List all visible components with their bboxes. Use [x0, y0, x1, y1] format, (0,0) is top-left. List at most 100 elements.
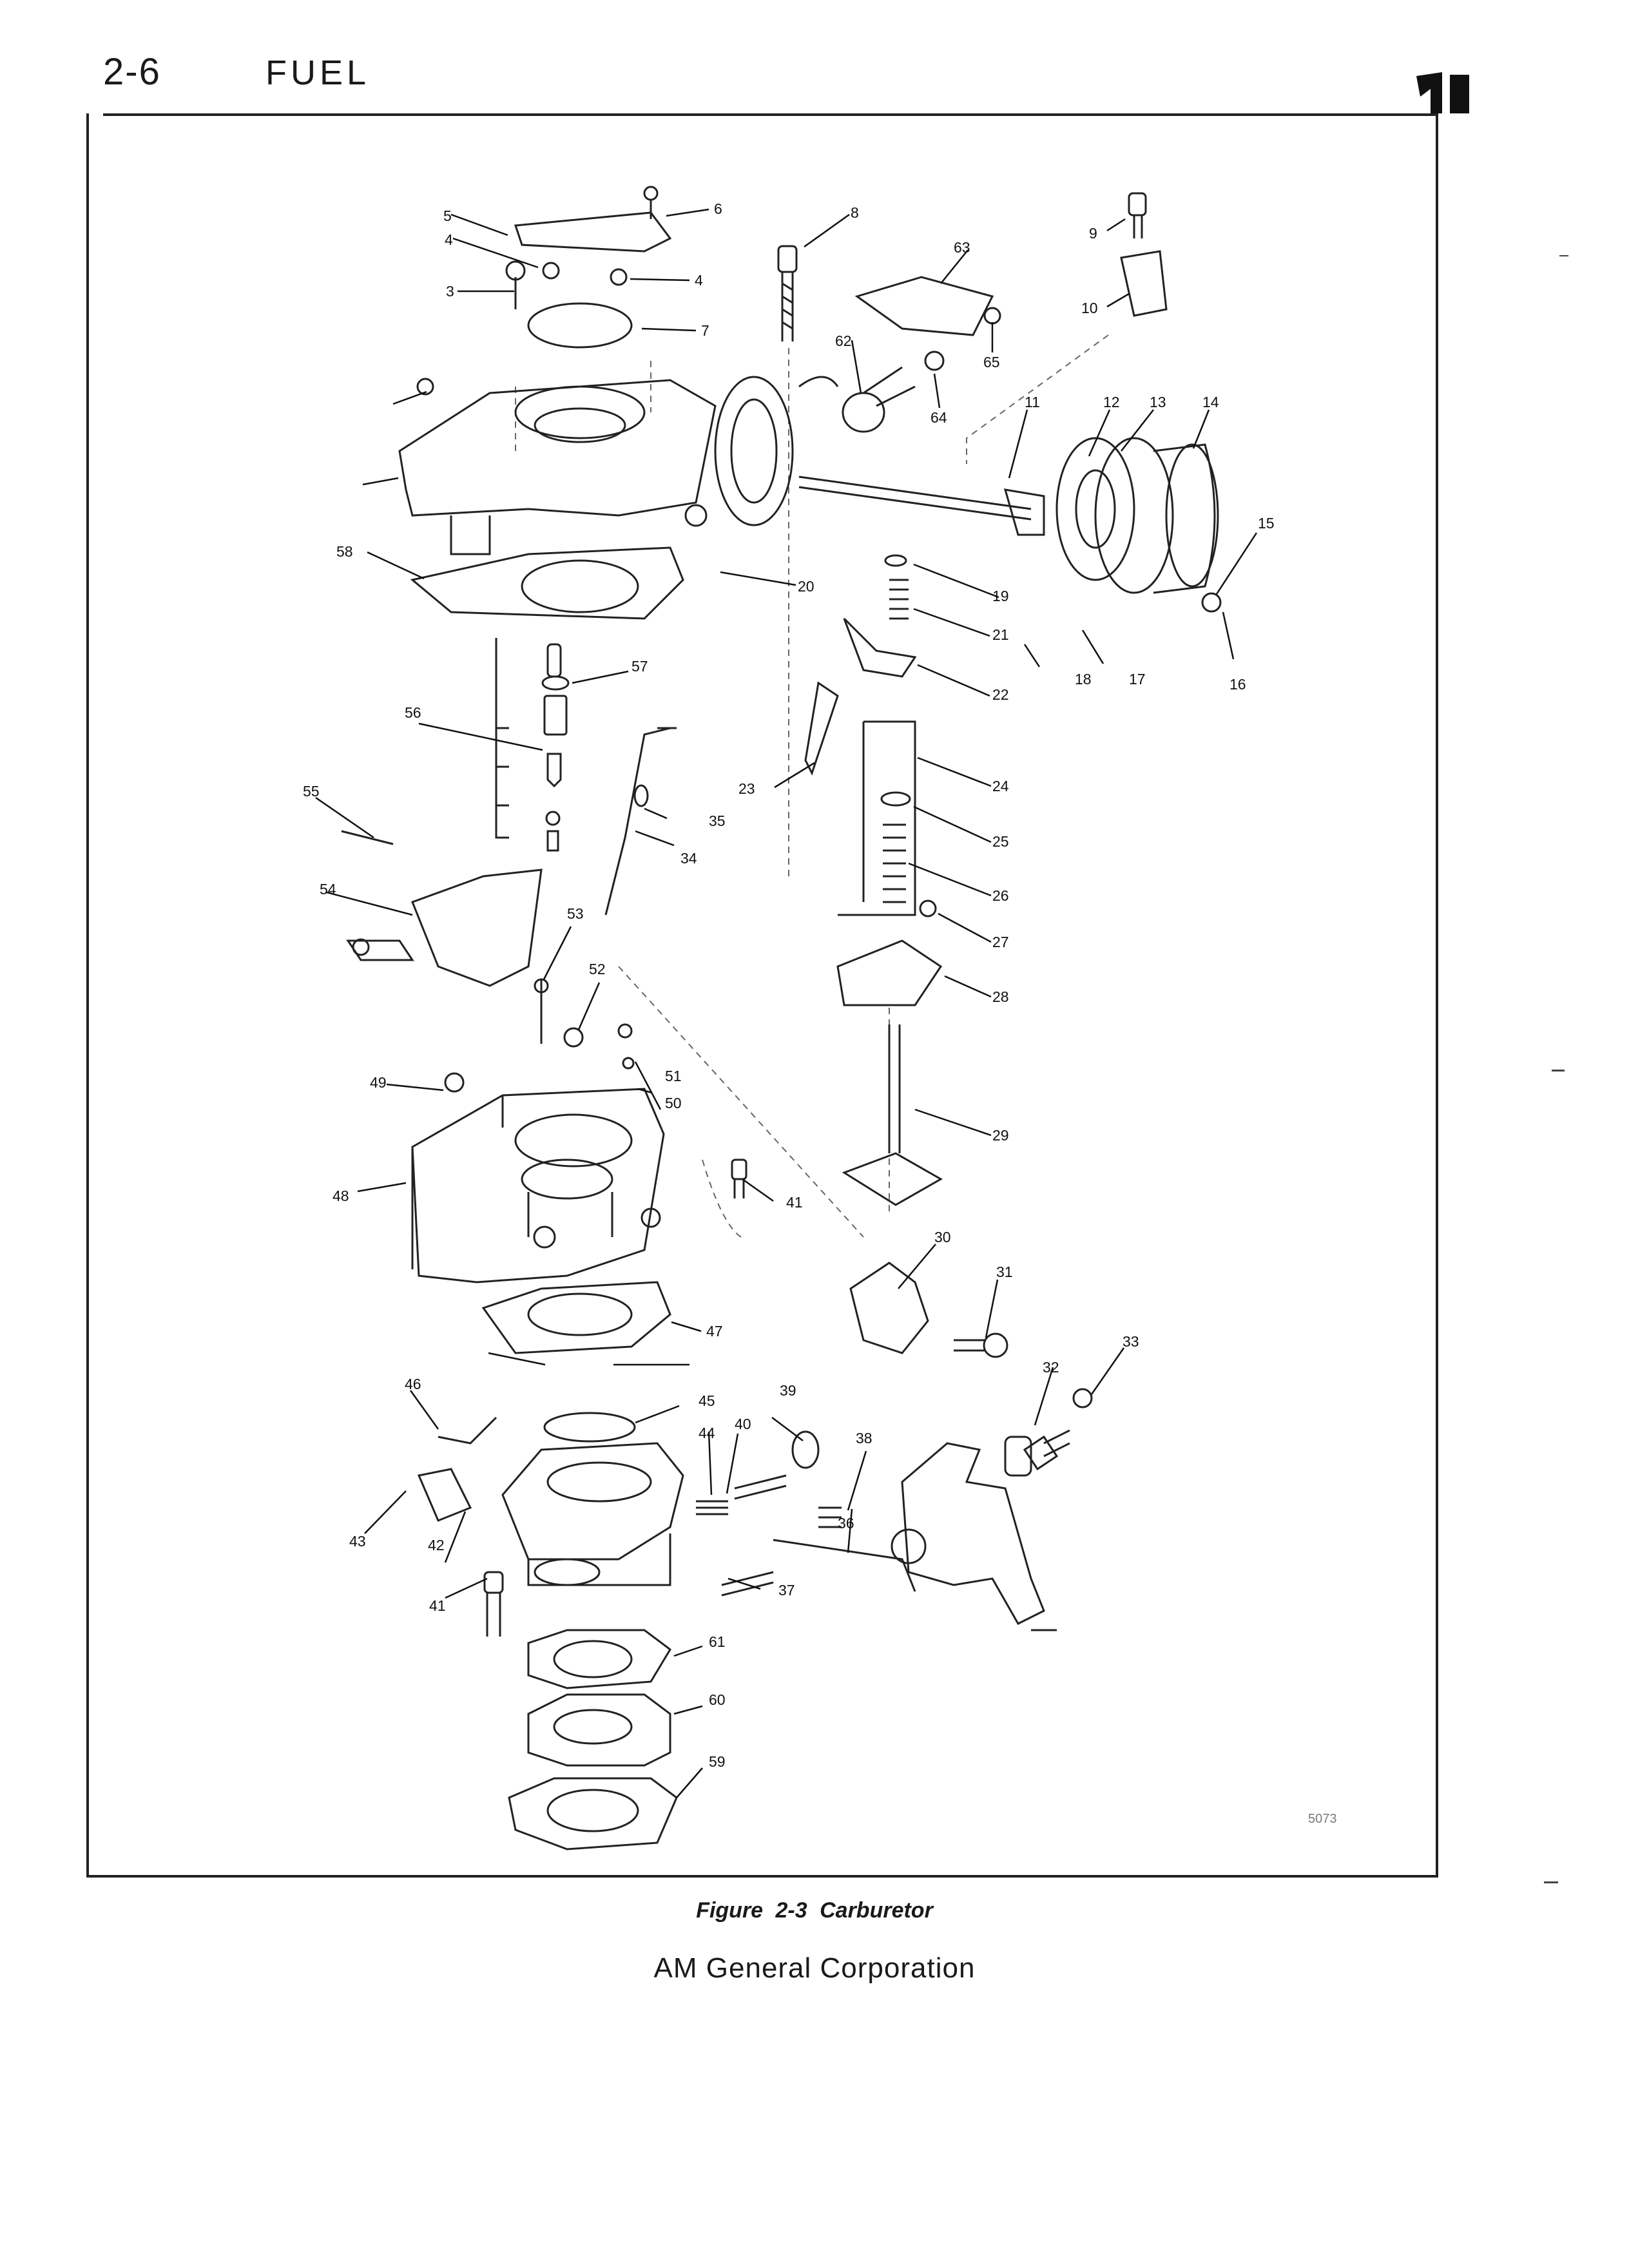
callout-34: 34 — [680, 850, 697, 867]
callout-27: 27 — [992, 934, 1009, 950]
idle-screw-part — [696, 1430, 842, 1597]
choke-pulloff-part — [1055, 437, 1222, 613]
callout-15: 15 — [1258, 515, 1275, 532]
callout-49: 49 — [370, 1074, 387, 1091]
callout-50: 50 — [665, 1095, 682, 1111]
callout-36: 36 — [838, 1515, 854, 1532]
callout-44: 44 — [699, 1425, 715, 1441]
callout-6: 6 — [714, 200, 722, 217]
callout-17: 17 — [1129, 671, 1146, 687]
margin-mark — [1544, 1881, 1558, 1883]
corporation-name: AM General Corporation — [653, 1952, 976, 1984]
callout-55: 55 — [303, 783, 320, 800]
callout-4: 4 — [445, 231, 453, 248]
bowl-gasket-part — [481, 1281, 671, 1354]
manufacturer-logo-icon — [1416, 72, 1469, 113]
callout-16: 16 — [1229, 676, 1246, 693]
callout-9: 9 — [1089, 225, 1097, 242]
callout-18: 18 — [1075, 671, 1092, 687]
callout-63: 63 — [954, 239, 970, 256]
callout-53: 53 — [567, 905, 584, 922]
callout-39: 39 — [780, 1382, 796, 1399]
pump-lever-part — [849, 1262, 1008, 1358]
figure-caption: Figure 2-3 Carburetor — [696, 1898, 933, 1923]
upper-right-bracket-part — [1120, 192, 1168, 317]
callout-3: 3 — [446, 283, 454, 300]
callout-33: 33 — [1123, 1333, 1139, 1350]
air-horn-body-part — [398, 376, 794, 555]
callout-52: 52 — [589, 961, 606, 977]
solenoid-part — [798, 276, 1001, 433]
callout-8: 8 — [851, 204, 859, 221]
figure-frame-top — [103, 113, 1438, 116]
callout-56: 56 — [405, 704, 421, 721]
callout-26: 26 — [992, 887, 1009, 904]
section-title: FUEL — [265, 53, 371, 92]
callout-leader-lines — [315, 208, 1258, 1798]
callout-51: 51 — [665, 1068, 682, 1084]
drawing-number: 5073 — [1308, 1812, 1337, 1826]
throttle-body-bolt-part — [483, 1158, 747, 1637]
margin-mark — [1559, 255, 1568, 256]
throttle-body-part — [417, 1412, 684, 1586]
callout-31: 31 — [996, 1264, 1013, 1280]
callout-7: 7 — [701, 322, 709, 339]
choke-lever-part — [346, 869, 543, 987]
callout-45: 45 — [699, 1392, 715, 1409]
jet-assembly-part — [495, 638, 570, 852]
callout-47: 47 — [706, 1323, 723, 1340]
cover-plate-part — [505, 186, 672, 349]
choke-shaft-part — [798, 476, 1045, 536]
callout-14: 14 — [1202, 394, 1219, 410]
figure-frame — [86, 113, 1438, 1878]
callout-23: 23 — [738, 780, 755, 797]
callout-19: 19 — [992, 588, 1009, 604]
callout-60: 60 — [709, 1691, 726, 1708]
callout-59: 59 — [709, 1753, 726, 1770]
callout-29: 29 — [992, 1127, 1009, 1144]
callout-5: 5 — [443, 207, 452, 224]
callout-20: 20 — [798, 578, 815, 595]
callout-25: 25 — [992, 833, 1009, 850]
callout-40: 40 — [735, 1416, 751, 1432]
base-gasket-part — [508, 1629, 678, 1850]
callout-38: 38 — [856, 1430, 872, 1446]
accelerator-pump-part — [804, 554, 943, 1206]
callout-numbers: 5 4 3 4 6 7 8 9 10 11 12 13 14 15 16 17 … — [303, 200, 1275, 1770]
callout-35: 35 — [709, 812, 726, 829]
callout-28: 28 — [992, 988, 1009, 1005]
callout-58: 58 — [336, 543, 353, 560]
margin-mark — [1552, 1070, 1565, 1072]
callout-46: 46 — [405, 1376, 421, 1392]
callout-21: 21 — [992, 626, 1009, 643]
callout-41: 41 — [786, 1194, 803, 1211]
callout-64: 64 — [930, 409, 947, 426]
linkage-rod-part — [341, 727, 677, 916]
callout-54: 54 — [320, 881, 336, 898]
callout-24: 24 — [992, 778, 1009, 794]
callout-11: 11 — [1025, 394, 1040, 410]
callout-30: 30 — [934, 1229, 951, 1245]
long-bolt-part — [777, 245, 798, 341]
callout-22: 22 — [992, 686, 1009, 703]
callout-61: 61 — [709, 1633, 726, 1650]
callout-12: 12 — [1103, 394, 1120, 410]
float-bowl-body-part — [411, 978, 665, 1283]
air-horn-gasket-part — [410, 546, 684, 620]
assembly-guide-lines — [515, 334, 1109, 1238]
callout-13: 13 — [1150, 394, 1166, 410]
callout-65: 65 — [983, 354, 1000, 370]
callout-57: 57 — [631, 658, 648, 675]
callout-62: 62 — [835, 332, 852, 349]
throttle-lever-part — [773, 1388, 1093, 1631]
callout-48: 48 — [333, 1187, 349, 1204]
callout-37: 37 — [778, 1582, 795, 1599]
page-number: 2-6 — [103, 51, 161, 93]
callout-4b: 4 — [695, 272, 703, 289]
callout-42: 42 — [428, 1537, 445, 1553]
callout-32: 32 — [1043, 1359, 1059, 1376]
callout-10: 10 — [1081, 300, 1098, 316]
callout-41b: 41 — [429, 1597, 446, 1614]
callout-43: 43 — [349, 1533, 366, 1550]
